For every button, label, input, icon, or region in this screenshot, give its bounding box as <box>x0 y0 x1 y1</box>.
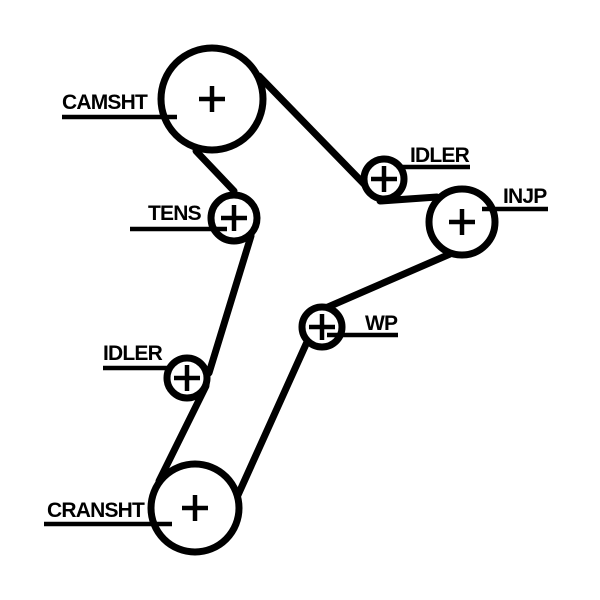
label-tens: TENS <box>148 202 202 225</box>
belt-segment-wp-to-cransht <box>234 338 311 499</box>
belt-segment-tens-to-camsht <box>192 147 238 195</box>
belt-segment-injp-to-wp <box>324 250 454 311</box>
belt-segment-cransht-to-idler-lower <box>155 382 210 485</box>
label-injp: INJP <box>503 185 547 208</box>
label-camsht: CAMSHT <box>62 91 148 114</box>
label-idler-upper: IDLER <box>410 144 470 167</box>
label-cransht: CRANSHT <box>47 499 145 522</box>
belt-segment-camsht-to-idler-upper <box>255 72 369 189</box>
label-idler-lower: IDLER <box>103 342 163 365</box>
belt-segment-idler-lower-to-tens <box>205 232 255 377</box>
label-wp: WP <box>365 312 398 335</box>
